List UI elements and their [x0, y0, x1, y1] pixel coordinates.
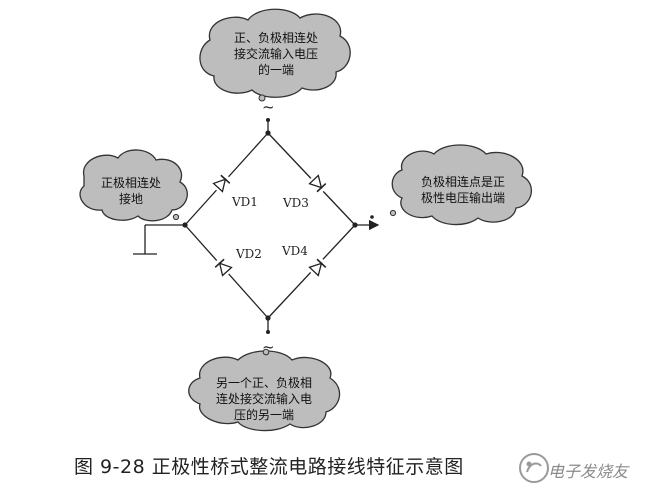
cloud-right-line2: 极性电压输出端 — [421, 190, 505, 205]
cloud-left-line1: 正极相连处 — [101, 175, 161, 190]
ac-bottom-terminal — [266, 330, 270, 334]
label-vd1: VD1 — [231, 195, 258, 209]
figure-caption: 图 9-28 正极性桥式整流电路接线特征示意图 — [74, 456, 464, 478]
diode-vd4 — [307, 256, 329, 278]
label-vd2: VD2 — [235, 247, 262, 261]
ac-top-terminal — [266, 118, 270, 122]
label-vd3: VD3 — [282, 196, 309, 210]
label-vd4: VD4 — [281, 244, 308, 258]
output-terminal — [370, 215, 374, 219]
cloud-left-line2: 接地 — [119, 191, 143, 206]
cloud-bottom-line1: 另一个正、负极相 — [216, 376, 312, 390]
diode-vd2 — [212, 256, 234, 278]
node-top — [265, 130, 271, 136]
node-bottom — [265, 315, 271, 321]
cloud-right: 负极相连点是正 极性电压输出端 — [389, 144, 533, 226]
cloud-top-line1: 正、负极相连处 — [234, 30, 318, 45]
label-ac-top: ~ — [262, 98, 275, 116]
cloud-top-line3: 的一端 — [258, 62, 294, 77]
watermark-text: 电子发烧友 — [548, 462, 629, 481]
cloud-top: 正、负极相连处 接交流输入电压 的一端 — [199, 8, 351, 102]
cloud-left: 正极相连处 接地 — [79, 149, 188, 222]
node-right — [352, 222, 358, 228]
node-left — [182, 222, 188, 228]
cloud-right-line1: 负极相连点是正 — [421, 174, 505, 189]
watermark-logo-icon — [519, 453, 549, 483]
cloud-bottom-line3: 压的另一端 — [234, 407, 294, 422]
node-dots — [182, 118, 374, 334]
cloud-top-line2: 接交流输入电压 — [234, 46, 318, 61]
cloud-bottom: 另一个正、负极相 连处接交流输入电 压的另一端 — [188, 348, 341, 432]
diode-vd1 — [211, 172, 233, 194]
diode-vd3 — [307, 173, 329, 195]
cloud-bottom-line2: 连处接交流输入电 — [216, 391, 312, 406]
bridge-wires — [133, 120, 380, 332]
